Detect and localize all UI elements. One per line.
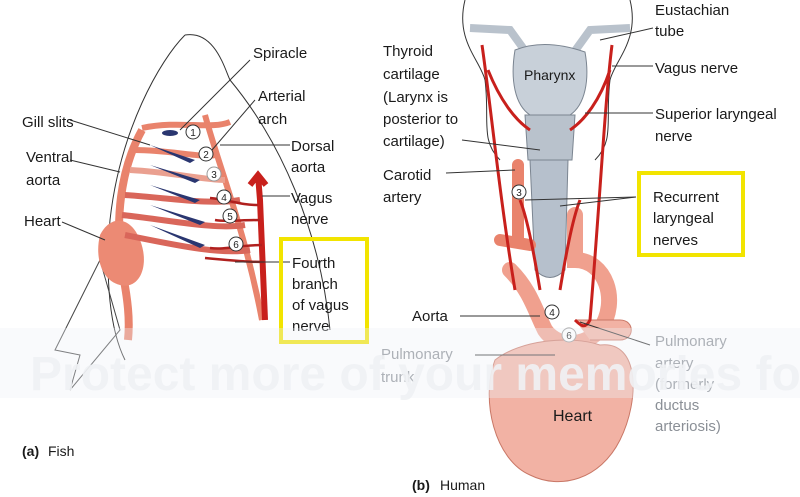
arch-number: 5: [227, 212, 233, 223]
fish-fin: [54, 258, 121, 391]
label-thyroid-cartilage: posterior to: [383, 111, 458, 128]
label-thyroid-cartilage: cartilage: [383, 66, 440, 83]
gill-arches: [121, 119, 251, 255]
label-heart: Heart: [24, 213, 62, 230]
label-ventral-aorta: Ventral: [26, 149, 73, 166]
label-spiracle: Spiracle: [253, 45, 307, 62]
vagus-nerve-fish: [247, 170, 269, 321]
pharynx: [512, 43, 588, 116]
carotid-artery: [494, 159, 536, 251]
label-pulmonary-artery: Pulmonary: [655, 333, 727, 350]
label-pulmonary-artery: arteriosis): [655, 418, 721, 435]
label-thyroid-cartilage: cartilage): [383, 133, 445, 150]
arch-number: 4: [549, 308, 555, 319]
label-vagus-nerve: nerve: [291, 211, 329, 228]
label-vagus-nerve: Vagus nerve: [655, 60, 738, 77]
larynx: [524, 114, 576, 161]
label-arterial-arch: arch: [258, 111, 287, 128]
label-eustachian-tube: tube: [655, 23, 684, 40]
label-pulmonary-trunk: trunk: [381, 369, 415, 386]
caption-letter-b: (b): [412, 477, 430, 493]
arch-number: 2: [203, 150, 209, 161]
arch-number: 6: [566, 331, 572, 342]
fish-diagram: 1 2 3 4 5 6 Spiracle Arterial arch Gill …: [22, 34, 369, 391]
watermark: Protect more of your memories for less!: [30, 348, 800, 401]
dorsal-aorta: [202, 114, 265, 321]
label-gill-slits: Gill slits: [22, 114, 74, 131]
label-superior-laryngeal-nerve: Superior laryngeal: [655, 106, 777, 123]
neck-outline: [462, 0, 633, 161]
arch-number: 1: [190, 128, 196, 139]
label-recurrent-laryngeal: nerves: [653, 232, 698, 249]
label-aorta: Aorta: [412, 308, 449, 325]
label-thyroid-cartilage: (Larynx is: [383, 89, 448, 106]
highlight-box-recurrent-laryngeal: [637, 171, 745, 257]
eustachian-tube: [469, 24, 631, 58]
label-fourth-branch: Fourth: [292, 255, 335, 272]
human-arch-numbers: 3 4 6: [511, 184, 577, 343]
watermark-band: [0, 328, 800, 398]
gill-slits: [150, 130, 205, 248]
fish-body-outline: [107, 34, 331, 361]
label-recurrent-laryngeal: Recurrent: [653, 189, 720, 206]
label-fourth-branch: branch: [292, 276, 338, 293]
label-pharynx: Pharynx: [524, 67, 575, 83]
human-leader-lines: [445, 27, 654, 356]
label-thyroid-cartilage: Thyroid: [383, 43, 433, 60]
label-heart: Heart: [553, 408, 593, 425]
arch-number: 6: [233, 240, 239, 251]
label-dorsal-aorta: Dorsal: [291, 138, 334, 155]
label-eustachian-tube: Eustachian: [655, 2, 729, 19]
label-vagus-nerve: Vagus: [291, 190, 332, 207]
vagus-nerves-human: [480, 44, 614, 328]
label-pulmonary-artery: ductus: [655, 397, 699, 414]
fish-arch-numbers: 1 2 3 4 5 6: [185, 124, 244, 252]
arch-number: 4: [221, 193, 227, 204]
caption-fish: Fish: [48, 443, 74, 459]
label-recurrent-laryngeal: laryngeal: [653, 210, 714, 227]
caption-letter-a: (a): [22, 443, 39, 459]
label-pulmonary-trunk: Pulmonary: [381, 346, 453, 363]
label-pulmonary-artery: artery: [655, 355, 694, 372]
label-fourth-branch: of vagus: [292, 297, 349, 314]
arch-number: 3: [516, 188, 522, 199]
highlight-box-fourth-branch: [279, 237, 369, 344]
label-superior-laryngeal-nerve: nerve: [655, 128, 693, 145]
fish-leader-lines: [61, 59, 290, 263]
label-dorsal-aorta: aorta: [291, 159, 326, 176]
label-fourth-branch: nerve: [292, 318, 330, 335]
label-pulmonary-artery: (formerly: [655, 376, 715, 393]
human-diagram: 3 4 6 Eustachian tube Thyroid cartilage …: [381, 0, 777, 483]
label-arterial-arch: Arterial: [258, 88, 306, 105]
label-ventral-aorta: aorta: [26, 172, 61, 189]
label-carotid-artery: Carotid: [383, 167, 431, 184]
label-carotid-artery: artery: [383, 189, 422, 206]
caption-human: Human: [440, 477, 485, 493]
arch-number: 3: [211, 170, 217, 181]
